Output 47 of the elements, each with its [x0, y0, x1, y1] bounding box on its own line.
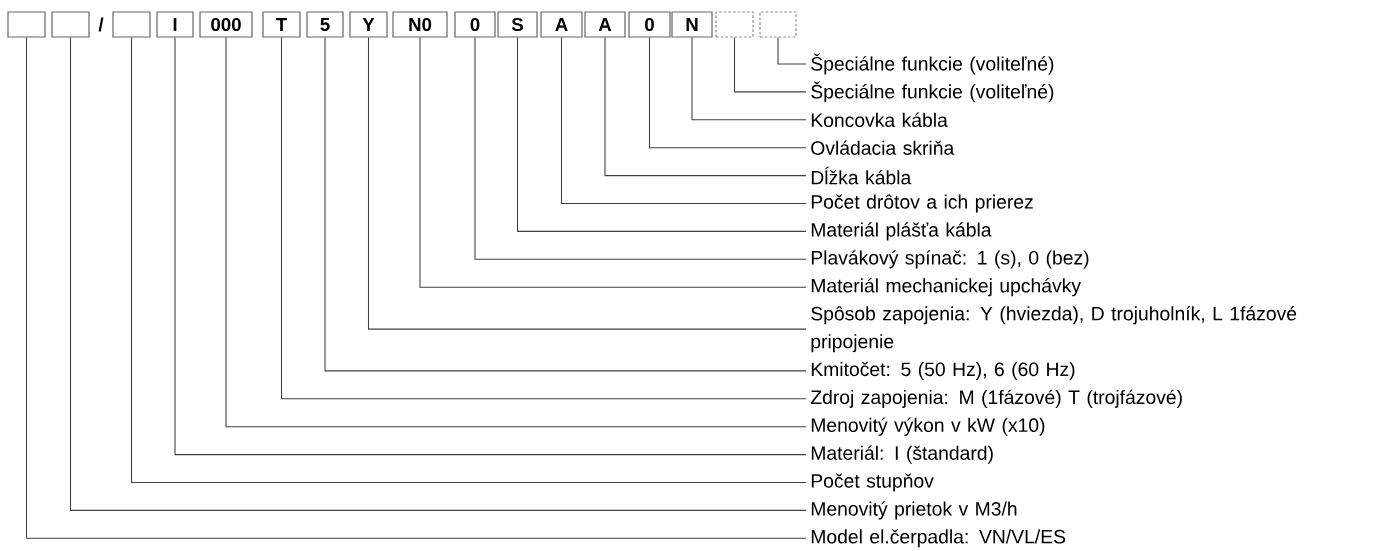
code-box: 5	[306, 11, 344, 38]
code-box: T	[262, 11, 301, 38]
leader-line	[560, 37, 807, 205]
leader-line	[280, 37, 807, 400]
code-box: A	[584, 11, 626, 38]
code-box: Y	[349, 11, 388, 38]
leader-line	[691, 37, 807, 121]
label-text: Koncovka kábla	[811, 112, 948, 127]
separator-text: /	[98, 17, 104, 32]
label-text: Menovitý výkon v kW (x10)	[811, 417, 1045, 436]
label-text: Materiál mechanickej upchávky	[811, 278, 1081, 297]
label-text: Dĺžka kábla	[811, 166, 912, 185]
label-text: Špeciálne funkcie (voliteľné)	[811, 81, 1054, 103]
label-text: Materiál: I (štandard)	[811, 445, 993, 464]
label-text: Ovládacia skriňa	[811, 140, 955, 155]
label-text: Materiál plášťa kábla	[811, 222, 992, 241]
code-box	[715, 11, 754, 38]
code-box	[7, 11, 46, 38]
code-box	[51, 11, 90, 38]
leader-line	[648, 37, 807, 149]
code-box	[759, 11, 797, 38]
code-box: S	[497, 11, 538, 38]
leader-line	[516, 37, 807, 232]
leader-line	[733, 37, 807, 93]
label-text: Kmitočet: 5 (50 Hz), 6 (60 Hz)	[811, 361, 1075, 380]
label-text: Počet drôtov a ich prierez	[811, 194, 1033, 213]
leader-line	[419, 37, 807, 288]
leader-line	[324, 37, 807, 372]
code-box	[112, 11, 151, 38]
code-box: A	[540, 11, 583, 38]
leader-line	[604, 37, 807, 177]
leader-line	[474, 37, 807, 260]
label-text: Zdroj zapojenia: M (1fázové) T (trojfázové)	[810, 389, 1182, 408]
code-box: I	[156, 11, 194, 38]
leader-line	[777, 37, 807, 65]
code-box: 0	[628, 11, 671, 38]
leader-line	[367, 37, 807, 330]
label-text: Model el.čerpadla: VN/VL/ES	[811, 529, 1066, 548]
label-text: Plavákový spínač: 1 (s), 0 (bez)	[811, 250, 1089, 269]
label-text: Spôsob zapojenia: Y (hviezda), D trojuholník, L 1fázové pripojenie	[811, 306, 1297, 353]
label-text: Počet stupňov	[811, 473, 934, 492]
code-box: 0	[454, 11, 496, 38]
code-box: 000	[199, 11, 253, 38]
code-box: N0	[392, 11, 448, 38]
label-text: Špeciálne funkcie (voliteľné)	[811, 53, 1054, 75]
code-box: N	[671, 11, 713, 38]
label-text: Menovitý prietok v M3/h	[811, 501, 1017, 520]
